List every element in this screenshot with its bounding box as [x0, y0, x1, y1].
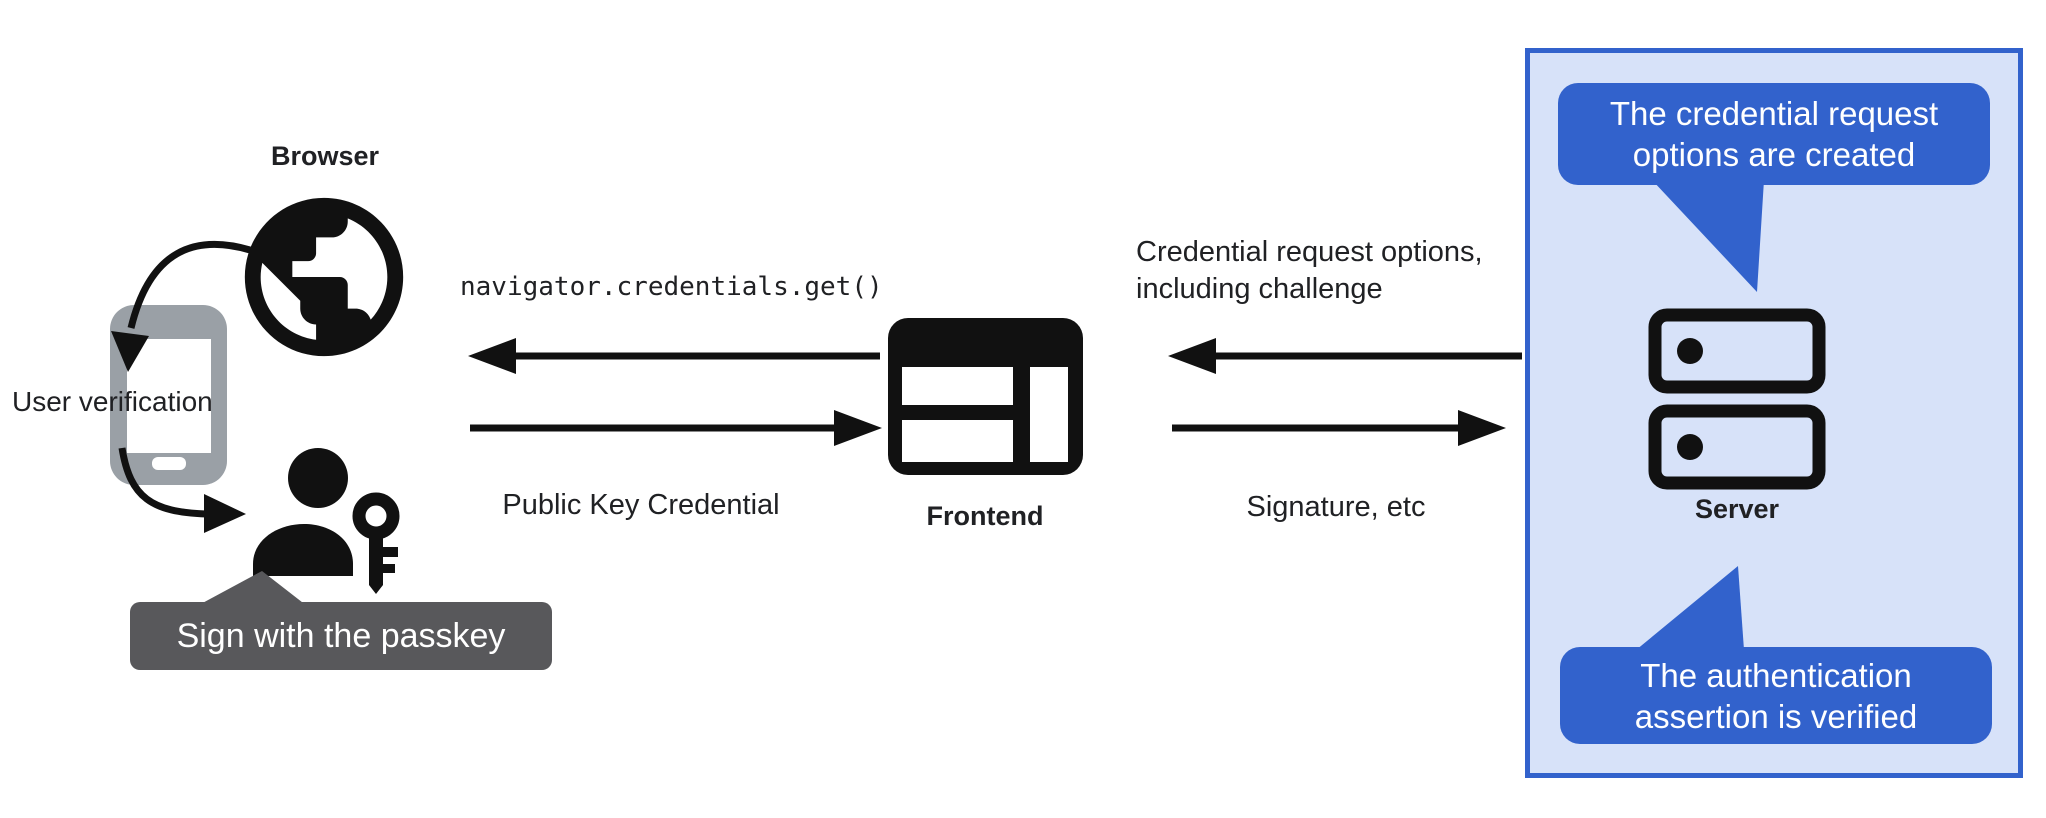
arrow-frontend-to-server	[1172, 410, 1506, 446]
frontend-label: Frontend	[926, 501, 1044, 531]
bottom-callout-bubble: The authentication assertion is verified	[1560, 647, 1992, 744]
top-callout-line2: options are created	[1632, 136, 1916, 173]
top-callout-tail	[1652, 180, 1764, 292]
signature-label: Signature, etc	[1246, 491, 1426, 523]
credential-request-options-label: Credential request options, including ch…	[1136, 234, 1483, 308]
user-verification-label: User verification	[12, 386, 213, 417]
credential-request-options-line1: Credential request options,	[1136, 236, 1483, 268]
arrow-server-to-frontend	[1168, 338, 1522, 374]
key-icon	[352, 492, 400, 594]
arrow-authenticator-to-user	[118, 447, 246, 533]
bottom-callout-line2: assertion is verified	[1634, 697, 1918, 735]
person-icon	[253, 448, 353, 576]
public-key-credential-label: Public Key Credential	[502, 489, 780, 521]
bottom-callout-line1: The authentication	[1640, 656, 1912, 694]
browser-window-icon	[888, 318, 1083, 475]
passkey-tooltip: Sign with the passkey	[130, 602, 552, 670]
browser-label: Browser	[270, 141, 380, 171]
globe-icon	[244, 197, 404, 357]
credentials-get-call-label: navigator.credentials.get()	[460, 272, 883, 302]
passkey-tooltip-tail	[197, 571, 307, 606]
bottom-callout-tail	[1636, 566, 1744, 650]
arrow-browser-to-authenticator	[111, 240, 251, 372]
top-callout-bubble: The credential request options are creat…	[1558, 83, 1990, 185]
server-stack-icon	[1648, 308, 1826, 490]
top-callout-line1: The credential request	[1609, 95, 1939, 132]
server-label: Server	[1694, 494, 1780, 524]
arrow-browser-to-frontend	[470, 410, 882, 446]
arrow-frontend-to-browser	[468, 338, 880, 374]
credential-request-options-line2: including challenge	[1136, 273, 1383, 305]
